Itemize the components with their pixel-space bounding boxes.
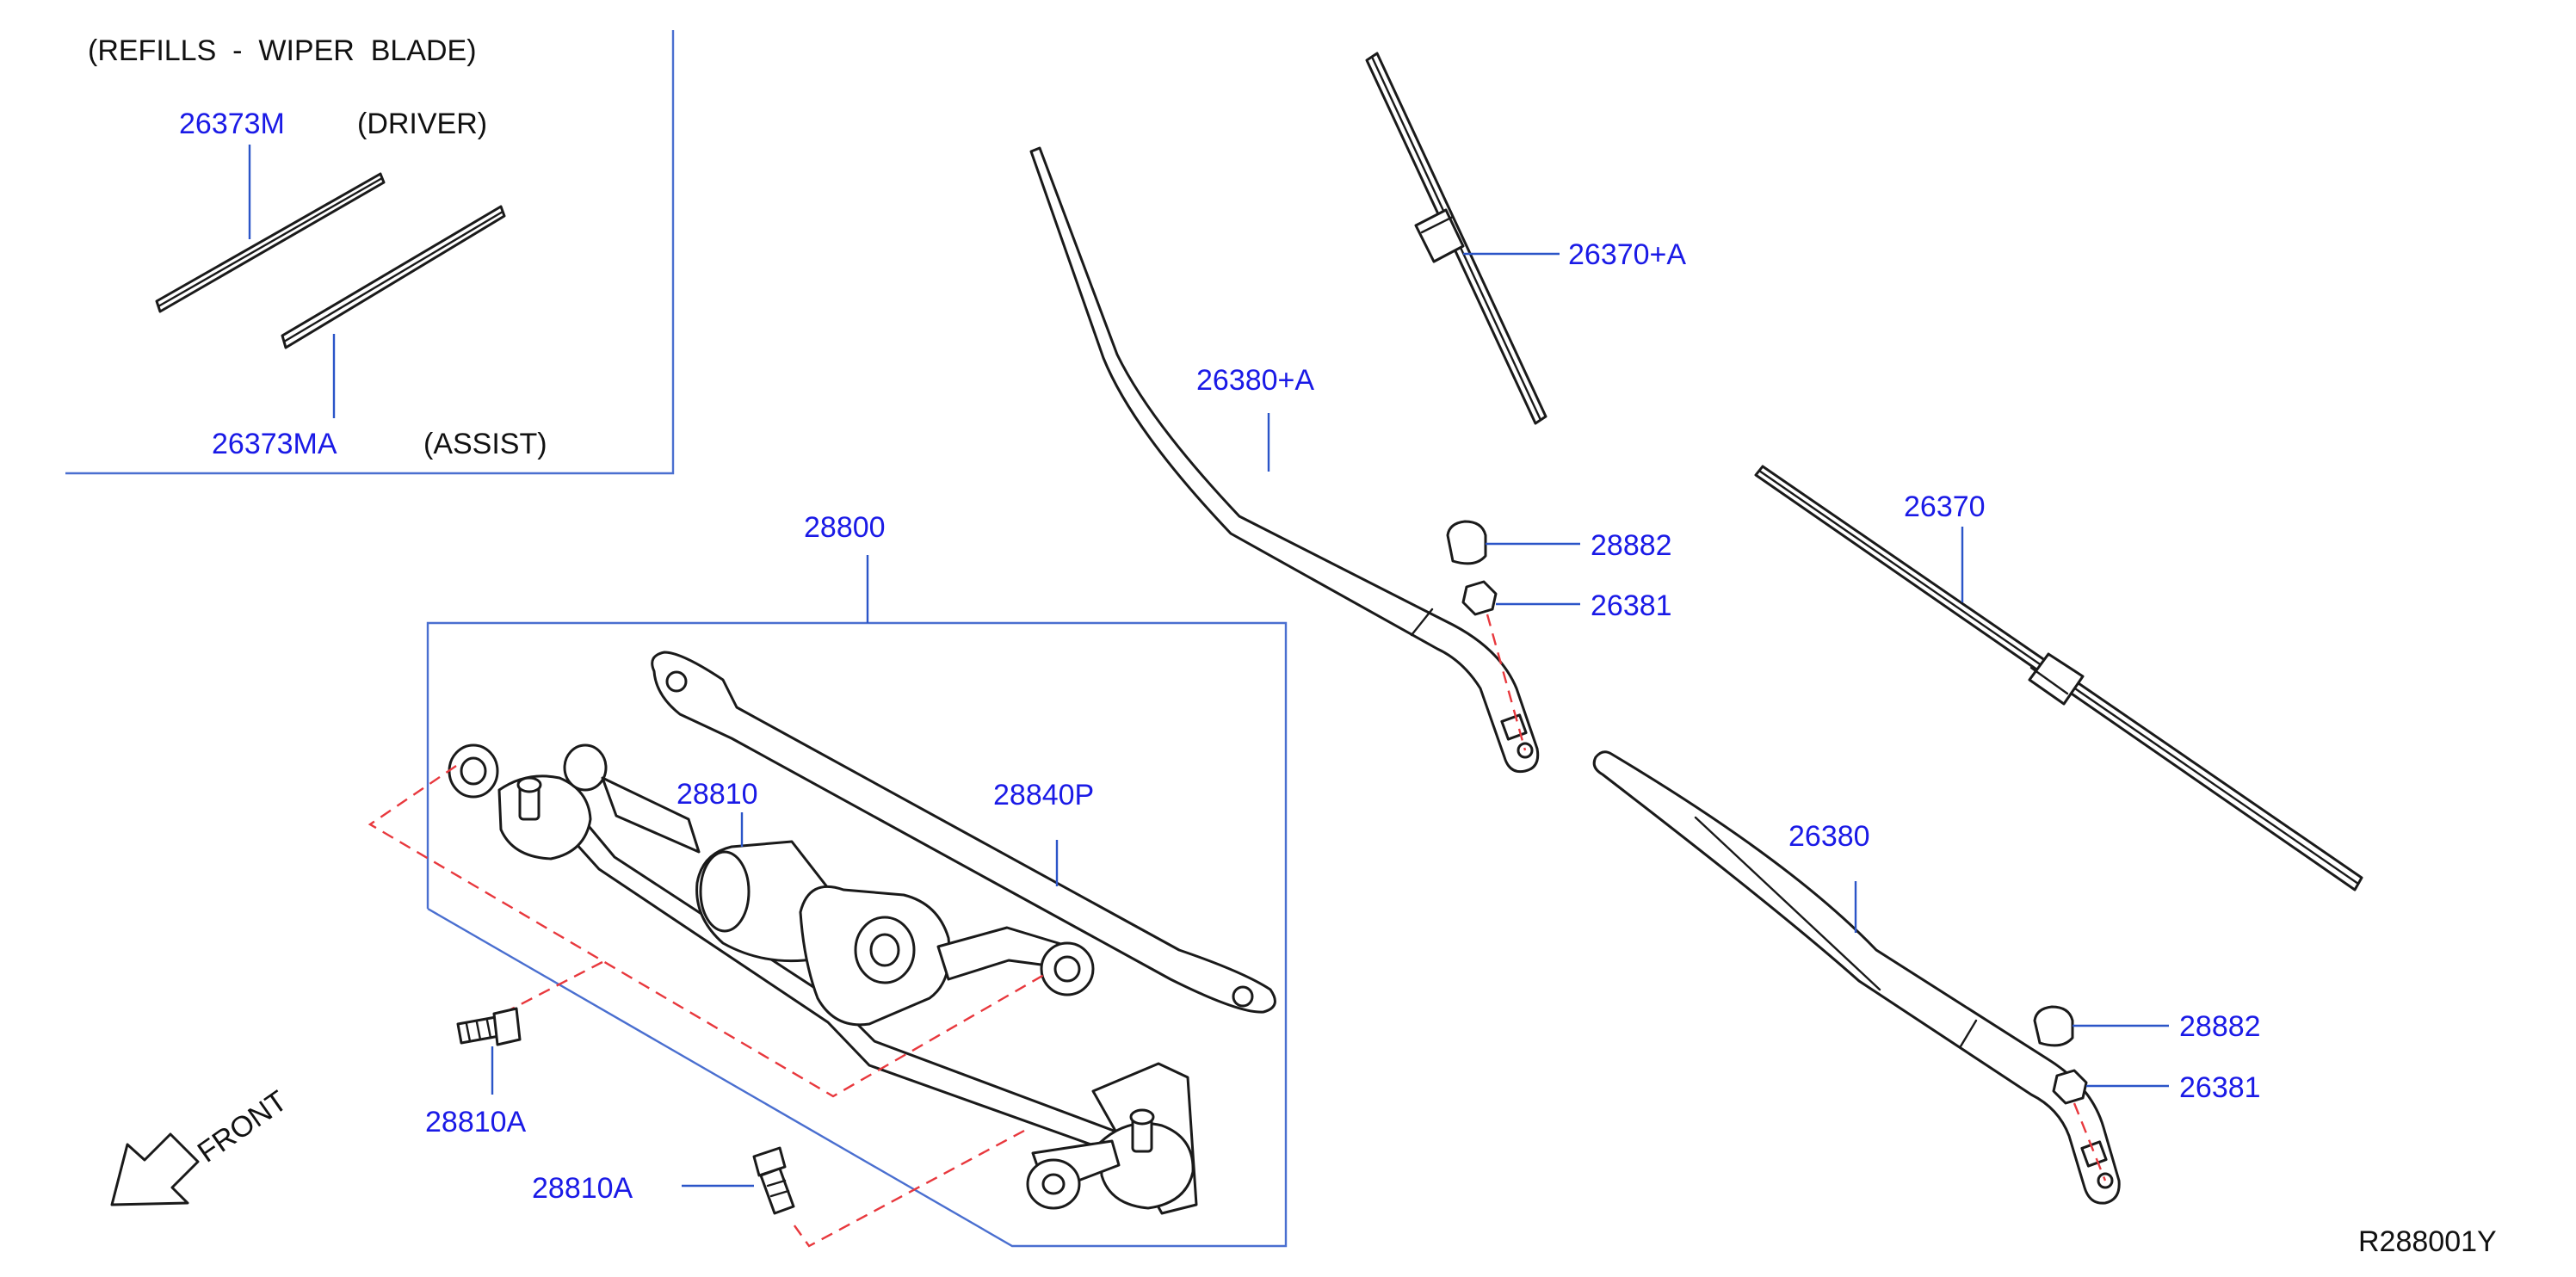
driver-label: (DRIVER) bbox=[357, 108, 487, 140]
blade-26370A-clip bbox=[1414, 208, 1465, 263]
blade-26370A-group: 26370+A bbox=[1365, 52, 1686, 425]
part-number-28882-upper[interactable]: 28882 bbox=[1591, 529, 1672, 562]
part-number-28810[interactable]: 28810 bbox=[676, 778, 758, 811]
link-rod-28840P[interactable] bbox=[651, 651, 1276, 1014]
cap-28882-lower[interactable] bbox=[2033, 1005, 2074, 1047]
refills-title: (REFILLS - WIPER BLADE) bbox=[88, 34, 477, 67]
part-number-26381-lower[interactable]: 26381 bbox=[2179, 1071, 2261, 1104]
arm-26380-group: 26380 bbox=[1592, 750, 2121, 1205]
part-number-26380[interactable]: 26380 bbox=[1788, 820, 1870, 853]
upper-cap-nut-group: 28882 26381 bbox=[1446, 520, 1672, 751]
diagram-reference: R288001Y bbox=[2358, 1225, 2497, 1258]
front-arrow-icon bbox=[110, 1132, 200, 1206]
mount-line-upper-bolt bbox=[498, 960, 603, 1017]
part-number-26381-upper[interactable]: 26381 bbox=[1591, 589, 1672, 622]
part-number-28810A-lower[interactable]: 28810A bbox=[532, 1172, 633, 1205]
nut-26381-lower[interactable] bbox=[2052, 1069, 2088, 1105]
part-number-26380A[interactable]: 26380+A bbox=[1196, 364, 1314, 397]
inset-frame bbox=[65, 30, 675, 475]
left-upper-bushing bbox=[563, 743, 608, 792]
part-number-28800[interactable]: 28800 bbox=[804, 511, 886, 544]
linkage-assembly-group: 28800 28840P 28810 bbox=[368, 511, 1288, 1248]
part-number-26373MA[interactable]: 26373MA bbox=[212, 428, 337, 460]
part-number-28840P[interactable]: 28840P bbox=[993, 779, 1094, 811]
part-number-26373M[interactable]: 26373M bbox=[179, 108, 285, 140]
front-indicator: FRONT bbox=[110, 1084, 293, 1206]
arm-26380A[interactable] bbox=[1029, 146, 1540, 774]
part-number-28882-lower[interactable]: 28882 bbox=[2179, 1010, 2261, 1043]
assist-label: (ASSIST) bbox=[423, 428, 547, 460]
part-number-26370[interactable]: 26370 bbox=[1904, 490, 1986, 523]
blade-26370-clip bbox=[2028, 652, 2085, 706]
bolt-28810A-lower-group: 28810A bbox=[532, 1146, 795, 1215]
front-label: FRONT bbox=[192, 1084, 293, 1169]
lower-cap-nut-group: 28882 26381 bbox=[2033, 1005, 2261, 1181]
cap-28882-upper[interactable] bbox=[1446, 520, 1487, 565]
arm-26380[interactable] bbox=[1592, 750, 2121, 1205]
mount-line-lower bbox=[791, 1129, 1025, 1248]
bolt-28810A-upper-group: 28810A bbox=[425, 1007, 527, 1138]
refills-inset: (REFILLS - WIPER BLADE) 26373M (DRIVER) … bbox=[65, 30, 675, 475]
nut-26381-upper[interactable] bbox=[1461, 580, 1498, 616]
part-number-28810A-upper[interactable]: 28810A bbox=[425, 1106, 527, 1138]
part-number-26370A[interactable]: 26370+A bbox=[1568, 238, 1686, 271]
blade-26370-group: 26370 bbox=[1754, 465, 2363, 891]
